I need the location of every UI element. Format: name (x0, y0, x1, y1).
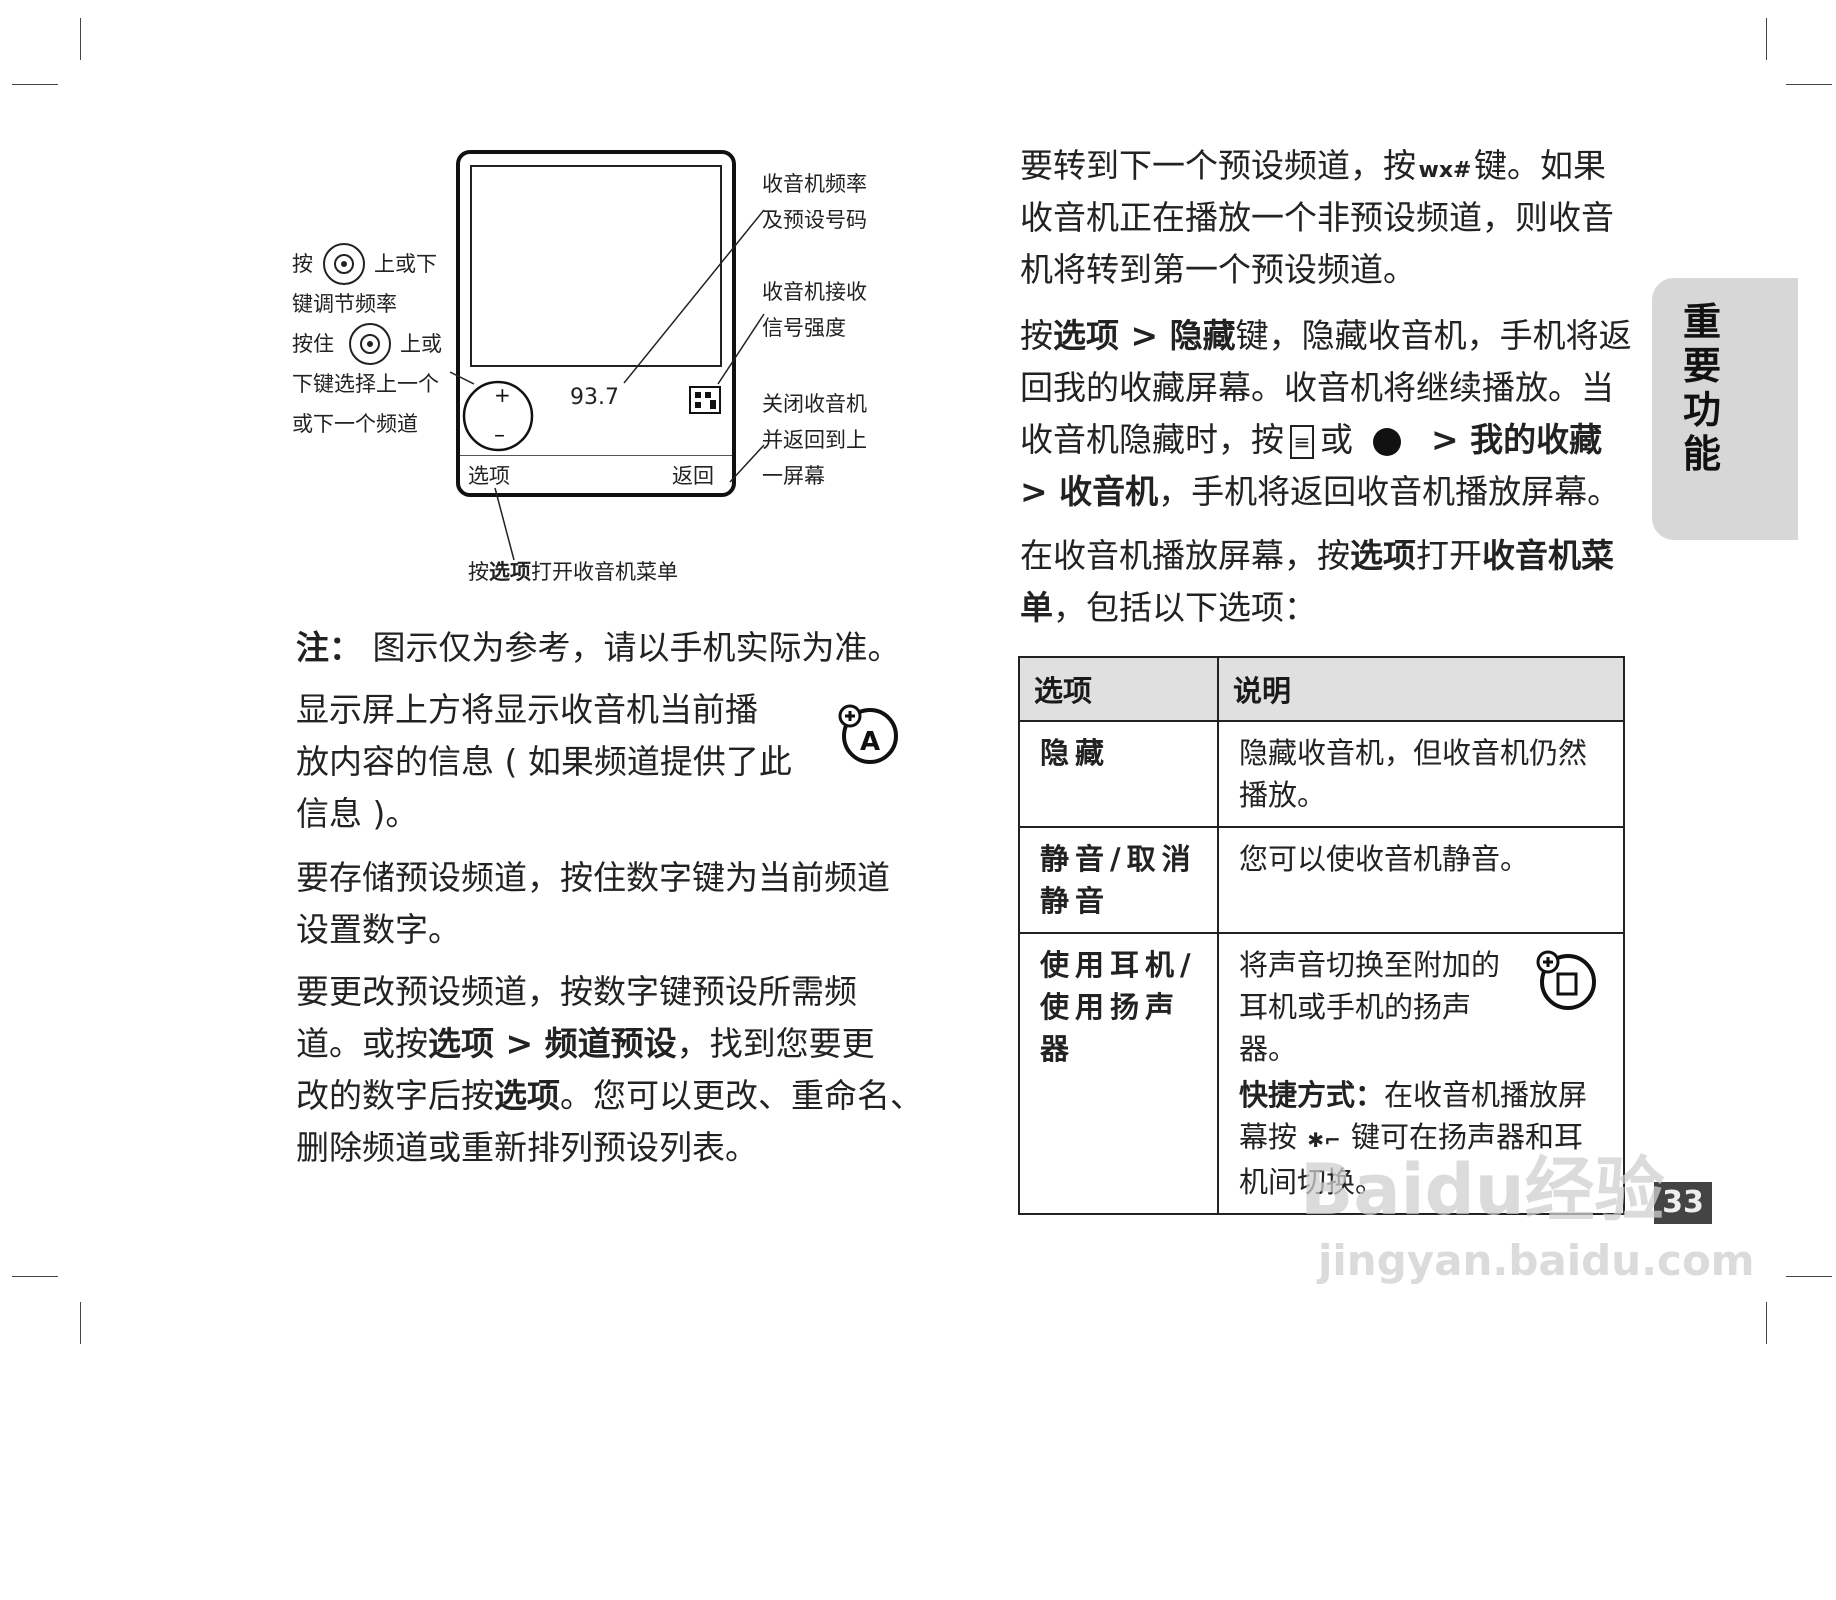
table-header-desc: 说明 (1217, 656, 1625, 722)
tune-label: 按 (292, 252, 313, 276)
paragraph: 收音机隐藏时，按≡或> 我的收藏 (1020, 420, 1603, 459)
crop-mark (80, 1302, 81, 1344)
paragraph: 信息 )。 (296, 794, 419, 833)
softkey-right-label: 返回 (672, 464, 714, 488)
signal-callout: 信号强度 (762, 316, 846, 340)
table-row: 使用耳机/使用扬声器 将声音切换至附加的耳机或手机的扬声器。 快捷方式：在收音机… (1018, 932, 1625, 1215)
table-row: 静音/取消静音 您可以使收音机静音。 (1018, 826, 1625, 934)
paragraph: 机将转到第一个预设频道。 (1020, 250, 1416, 289)
radio-menu-table: 选项 说明 隐藏 隐藏收音机，但收音机仍然播放。 静音/取消静音 您可以使收音机… (1018, 656, 1625, 1215)
paragraph: 要更改预设频道，按数字键预设所需频 (296, 972, 857, 1011)
tune-label: 上或下 (374, 252, 437, 276)
diagram-caption: 按选项打开收音机菜单 (468, 560, 678, 584)
paragraph: 要存储预设频道，按住数字键为当前频道 (296, 858, 890, 897)
option-name: 使用耳机/使用扬声器 (1018, 932, 1219, 1215)
close-callout: 关闭收音机 (762, 392, 867, 416)
paragraph: 放内容的信息 ( 如果频道提供了此 (296, 742, 792, 781)
paragraph: 收音机正在播放一个非预设频道，则收音 (1020, 198, 1614, 237)
watermark-brand: Baidu经验 (1300, 1149, 1665, 1231)
signal-strength-icon (689, 386, 721, 414)
tune-label: 键调节频率 (292, 292, 397, 316)
paragraph: 显示屏上方将显示收音机当前播 (296, 690, 758, 729)
watermark-url: jingyan.baidu.com (1318, 1236, 1755, 1285)
paragraph: 改的数字后按选项。您可以更改、重命名、 (296, 1076, 923, 1115)
crop-mark (1786, 1276, 1832, 1277)
table-header-row: 选项 说明 (1018, 656, 1625, 722)
section-tab (1652, 278, 1798, 540)
hold-label: 下键选择上一个 (292, 372, 439, 396)
nav-center-key-icon (1373, 427, 1401, 456)
next-preset-key-icon: wx# (1418, 158, 1472, 183)
nav-key-icon (323, 243, 365, 285)
speaker-key-icon: ✱⌐ (1307, 1128, 1341, 1152)
option-name: 静音/取消静音 (1018, 826, 1219, 934)
hold-label: 或下一个频道 (292, 412, 418, 436)
paragraph: 删除频道或重新排列预设列表。 (296, 1128, 758, 1167)
tune-control-icon (462, 380, 534, 452)
paragraph: 回我的收藏屏幕。收音机将继续播放。当 (1020, 368, 1614, 407)
note: 注： 图示仅为参考，请以手机实际为准。 (296, 628, 901, 667)
crop-mark (80, 18, 81, 60)
close-callout: 并返回到上 (762, 428, 867, 452)
radio-frequency-readout: 93.7 (570, 385, 619, 410)
network-feature-icon: A (838, 704, 898, 764)
hold-label: 上或 (400, 332, 442, 356)
section-tab-label: 重要功能 (1682, 300, 1721, 476)
svg-text:A: A (860, 727, 880, 757)
option-desc-main: 将声音切换至附加的耳机或手机的扬声器。 (1239, 948, 1501, 1066)
option-shortcut: 快捷方式：在收音机播放屏幕按✱⌐键可在扬声器和耳机间切换。 (1239, 1078, 1588, 1199)
option-desc: 将声音切换至附加的耳机或手机的扬声器。 快捷方式：在收音机播放屏幕按✱⌐键可在扬… (1217, 932, 1625, 1215)
crop-mark (1766, 1302, 1767, 1344)
headset-feature-icon (1536, 950, 1596, 1010)
svg-text:+: + (494, 383, 511, 407)
option-name: 隐藏 (1018, 720, 1219, 828)
option-desc: 隐藏收音机，但收音机仍然播放。 (1217, 720, 1625, 828)
diagram-leader-lines: + – (323, 209, 765, 561)
hold-label: 按住 (292, 332, 334, 356)
crop-mark (1766, 18, 1767, 60)
paragraph: 在收音机播放屏幕，按选项打开收音机菜 (1020, 536, 1614, 575)
softkey-divider (460, 455, 732, 456)
paragraph: 设置数字。 (296, 910, 461, 949)
phone-illustration (456, 150, 736, 497)
freq-callout: 及预设号码 (762, 208, 867, 232)
table-row: 隐藏 隐藏收音机，但收音机仍然播放。 (1018, 720, 1625, 828)
svg-text:–: – (494, 423, 505, 448)
signal-callout: 收音机接收 (762, 280, 867, 304)
paragraph: 单，包括以下选项： (1020, 588, 1317, 627)
paragraph: 按选项 > 隐藏键，隐藏收音机，手机将返 (1020, 316, 1632, 355)
paragraph: > 收音机，手机将返回收音机播放屏幕。 (1020, 472, 1621, 511)
softkey-left-label: 选项 (468, 464, 510, 488)
table-header-option: 选项 (1018, 656, 1219, 722)
crop-mark (1786, 84, 1832, 85)
menu-key-icon: ≡ (1290, 424, 1314, 459)
crop-mark (12, 84, 58, 85)
crop-mark (12, 1276, 58, 1277)
close-callout: 一屏幕 (762, 464, 825, 488)
paragraph: 道。或按选项 > 频道预设，找到您要更 (296, 1024, 875, 1063)
nav-key-icon (349, 323, 391, 365)
freq-callout: 收音机频率 (762, 172, 867, 196)
option-desc: 您可以使收音机静音。 (1217, 826, 1625, 934)
page-number: 33 (1654, 1182, 1712, 1224)
phone-display (470, 165, 722, 367)
